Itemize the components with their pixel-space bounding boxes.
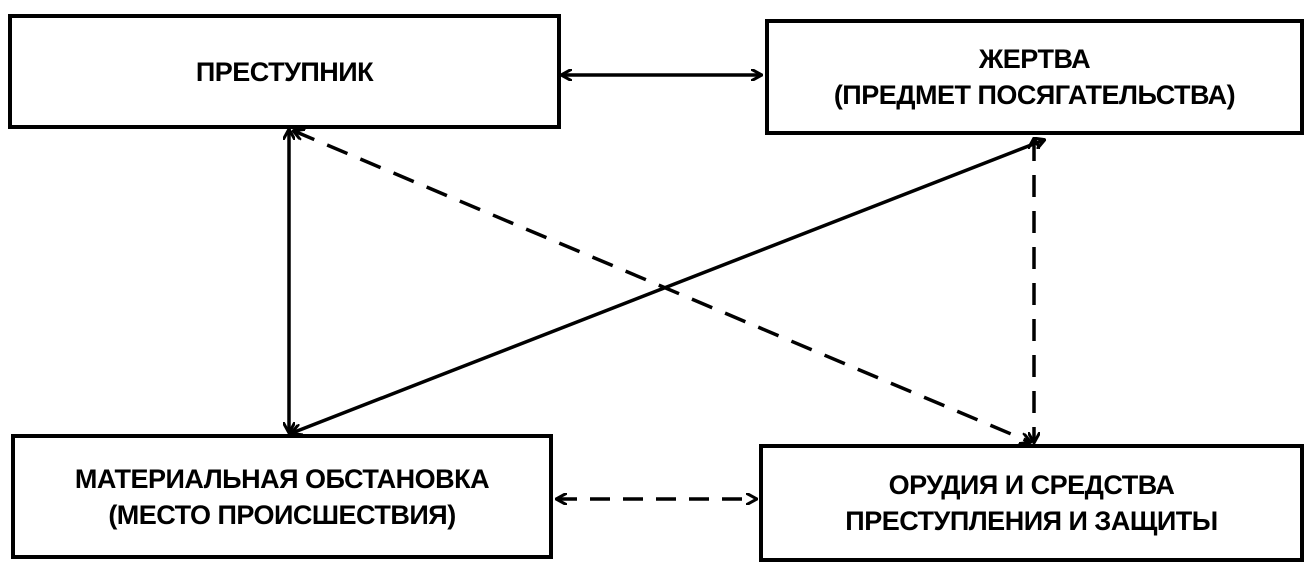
node-victim: ЖЕРТВА (ПРЕДМЕТ ПОСЯГАТЕЛЬСТВА): [765, 19, 1304, 135]
node-tools: ОРУДИЯ И СРЕДСТВА ПРЕСТУПЛЕНИЯ И ЗАЩИТЫ: [759, 444, 1304, 562]
node-material-setting: МАТЕРИАЛЬНАЯ ОБСТАНОВКА (МЕСТО ПРОИСШЕСТ…: [11, 434, 553, 559]
node-victim-label: ЖЕРТВА: [978, 44, 1091, 74]
node-tools-label: ОРУДИЯ И СРЕДСТВА: [888, 470, 1175, 500]
node-tools-sublabel: ПРЕСТУПЛЕНИЯ И ЗАЩИТЫ: [845, 506, 1218, 536]
node-setting-sublabel: (МЕСТО ПРОИСШЕСТВИЯ): [108, 499, 456, 530]
node-criminal-label: ПРЕСТУПНИК: [195, 56, 374, 87]
edge-victim-setting: [292, 140, 1044, 433]
node-victim-sublabel: (ПРЕДМЕТ ПОСЯГАТЕЛЬСТВА): [833, 80, 1236, 110]
edge-criminal-tools: [294, 131, 1030, 442]
node-setting-label: МАТЕРИАЛЬНАЯ ОБСТАНОВКА: [74, 463, 490, 494]
node-criminal: ПРЕСТУПНИК: [8, 14, 561, 129]
